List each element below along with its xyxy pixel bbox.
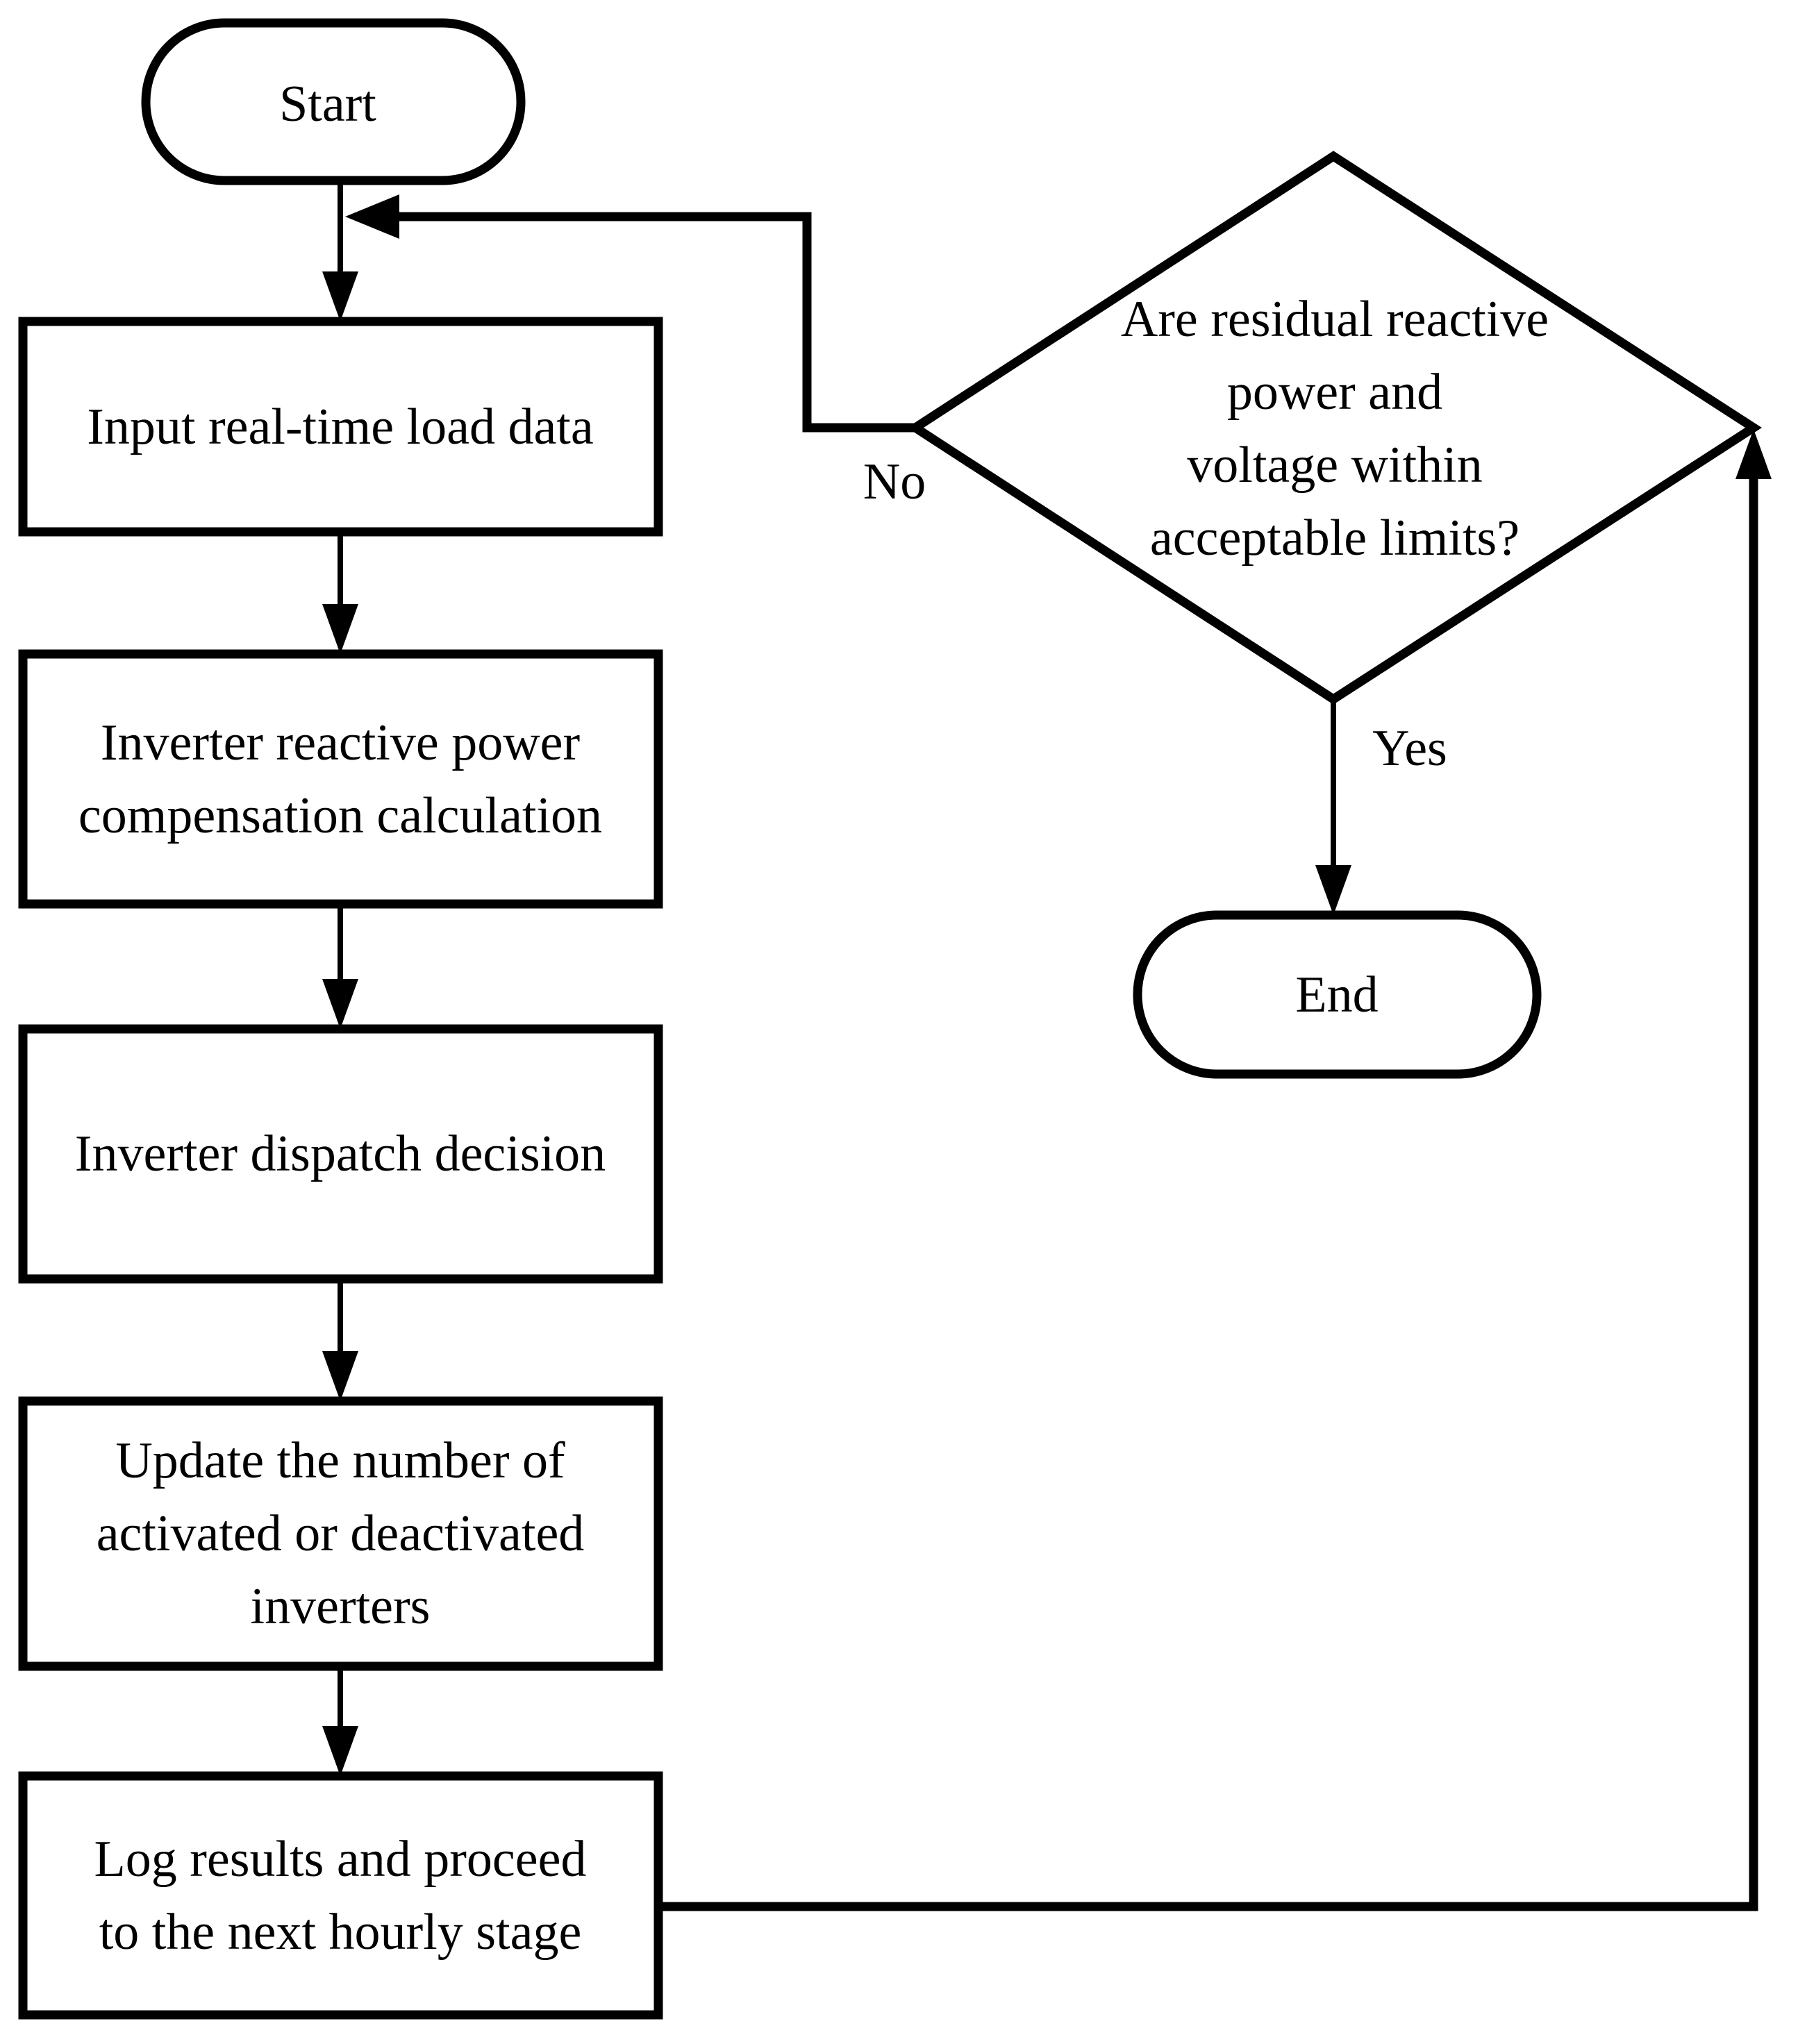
reactive-calc-label-line1: Inverter reactive power bbox=[101, 714, 580, 771]
limits-check-label-line2: power and bbox=[1227, 364, 1442, 421]
dispatch-node bbox=[18, 1024, 663, 1284]
start-label: Start bbox=[279, 76, 376, 133]
yes-edge-label: Yes bbox=[1372, 720, 1447, 777]
arrowhead-update bbox=[322, 1351, 358, 1401]
input-load-label: Input real-time load data bbox=[87, 399, 593, 455]
no-edge-label: No bbox=[863, 453, 926, 510]
log-results-node bbox=[18, 1771, 663, 2020]
arrowhead-input bbox=[322, 271, 358, 321]
reactive-calc-node bbox=[18, 649, 663, 909]
input-load-node bbox=[18, 317, 663, 537]
dispatch-label: Inverter dispatch decision bbox=[75, 1125, 606, 1182]
update-count-label-line2: activated or deactivated bbox=[97, 1505, 585, 1562]
log-results-label-line2: to the next hourly stage bbox=[99, 1904, 582, 1961]
update-count-node bbox=[18, 1396, 663, 1671]
arrowhead-log bbox=[322, 1726, 358, 1776]
arrowhead-end bbox=[1315, 865, 1351, 915]
edge-no-return bbox=[397, 212, 915, 433]
limits-check-decision-node bbox=[907, 151, 1762, 705]
end-node bbox=[1133, 910, 1542, 1079]
end-label: End bbox=[1295, 966, 1378, 1023]
update-count-label-line3: inverters bbox=[251, 1578, 431, 1635]
arrowhead-dispatch bbox=[322, 979, 358, 1029]
edge-log-to-decision bbox=[658, 478, 1758, 1911]
limits-check-label-line3: voltage within bbox=[1187, 437, 1482, 494]
reactive-calc-label-line2: compensation calculation bbox=[78, 787, 602, 844]
start-node bbox=[141, 18, 526, 185]
update-count-label-line1: Update the number of bbox=[115, 1432, 565, 1489]
limits-check-label-line1: Are residual reactive bbox=[1121, 291, 1549, 348]
arrowhead-no-junction bbox=[345, 194, 399, 239]
arrowhead-decision bbox=[1735, 429, 1772, 479]
arrowhead-reactive bbox=[322, 604, 358, 654]
log-results-label-line1: Log results and proceed bbox=[94, 1831, 587, 1888]
limits-check-label-line4: acceptable limits? bbox=[1150, 510, 1520, 567]
